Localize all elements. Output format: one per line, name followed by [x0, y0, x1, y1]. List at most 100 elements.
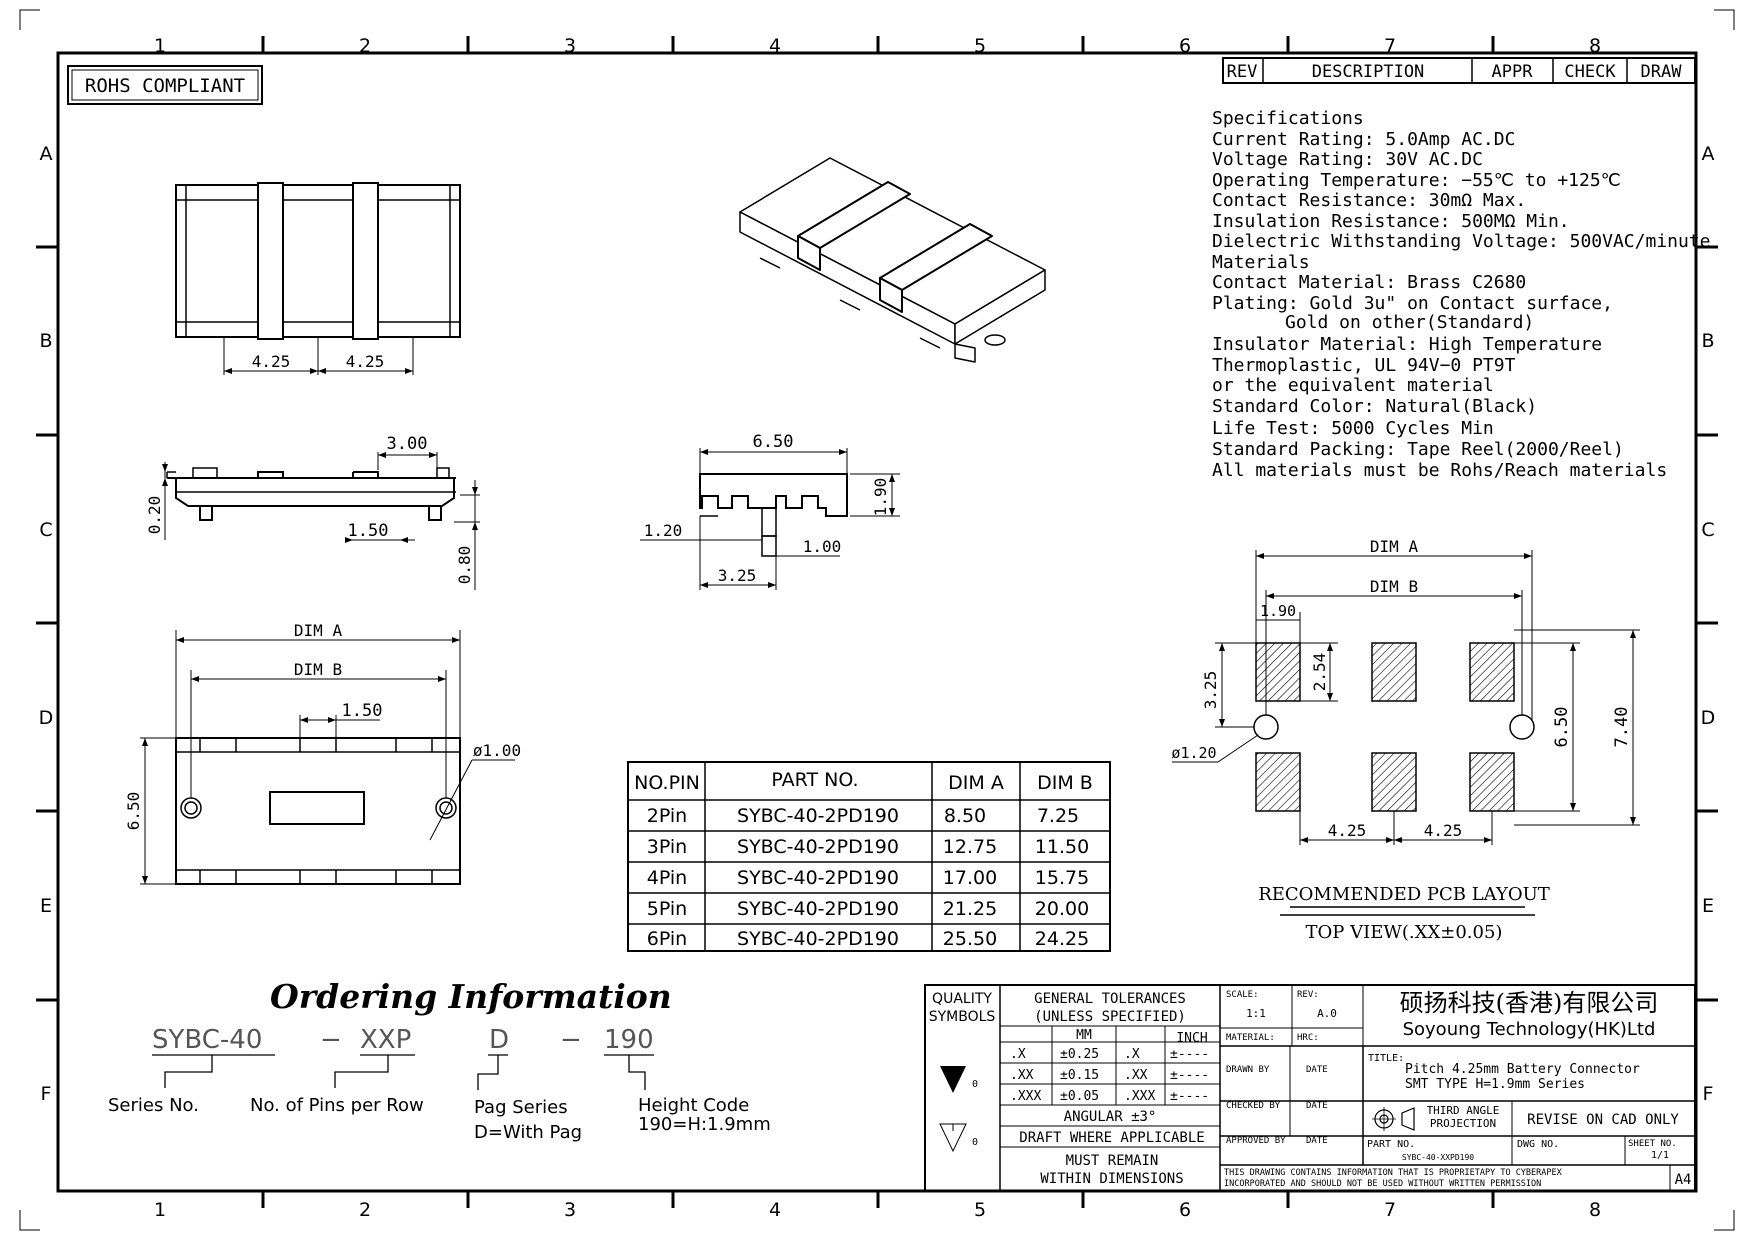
drawing-title-2: SMT TYPE H=1.9mm Series: [1405, 1077, 1585, 1092]
mm-header: MM: [1076, 1028, 1092, 1043]
dim-pcb-650: 6.50: [1552, 707, 1572, 748]
approved-by-label: APPROVED BY: [1226, 1136, 1286, 1146]
tol-cell: .XX: [1010, 1068, 1034, 1083]
label-height-2: 190=H:1.9mm: [638, 1114, 771, 1135]
sheet-no-label: SHEET NO.: [1628, 1139, 1677, 1149]
tol-cell: .XX: [1124, 1068, 1148, 1083]
dim-end-120: 1.20: [644, 521, 683, 540]
revision-table: REV DESCRIPTION APPR CHECK DRAW: [1222, 57, 1696, 84]
spec-line: Life Test: 5000 Cycles Min: [1212, 418, 1494, 439]
spec-line: or the equivalent material: [1212, 375, 1494, 396]
tol-cell: .X: [1124, 1047, 1140, 1062]
projection-2: PROJECTION: [1430, 1117, 1496, 1130]
row-label-right: E: [1702, 895, 1714, 917]
row-label-right: D: [1701, 707, 1716, 729]
row-label-left: A: [40, 143, 53, 165]
date-label: DATE: [1306, 1101, 1328, 1111]
parts-header-dimb: DIM B: [1037, 772, 1093, 794]
dim-bottom-hole: ø1.00: [473, 741, 521, 760]
parts-cell: 21.25: [943, 898, 997, 920]
rohs-badge: ROHS COMPLIANT: [67, 65, 263, 105]
spec-line: Current Rating: 5.0Amp AC.DC: [1212, 129, 1515, 150]
parts-cell: 5Pin: [647, 898, 687, 920]
title-label: TITLE:: [1368, 1053, 1404, 1064]
dim-pcb-hole: ø1.20: [1171, 744, 1216, 762]
dim-pcb-dim-b: DIM B: [1370, 577, 1418, 596]
tol-cell: .XXX: [1124, 1089, 1155, 1104]
angular-tolerance: ANGULAR ±3°: [1064, 1109, 1157, 1125]
parts-cell: 7.25: [1037, 805, 1079, 827]
dim-side-150: 1.50: [348, 521, 389, 541]
sheet-no-value: 1/1: [1651, 1150, 1669, 1161]
dim-pcb-190: 1.90: [1260, 602, 1296, 620]
dim-bottom-dim-b: DIM B: [294, 660, 342, 679]
col-label-bottom: 4: [769, 1199, 781, 1221]
label-pag-2: D=With Pag: [474, 1122, 582, 1143]
spec-line: Dielectric Withstanding Voltage: 500VAC/…: [1212, 231, 1711, 252]
scale-value: 1:1: [1246, 1007, 1266, 1020]
parts-table: [627, 761, 1111, 952]
dim-pcb-254: 2.54: [1310, 653, 1329, 692]
spec-line: Gold on other(Standard): [1285, 312, 1534, 333]
quality-symbols-1: QUALITY: [932, 991, 992, 1007]
draft-note-3: WITHIN DIMENSIONS: [1040, 1171, 1183, 1187]
code-pag: D: [489, 1025, 509, 1055]
revise-note: REVISE ON CAD ONLY: [1527, 1112, 1679, 1128]
drawn-by-label: DRAWN BY: [1226, 1065, 1270, 1075]
col-label-bottom: 5: [974, 1199, 986, 1221]
zone-ticks: [36, 36, 1718, 1208]
dim-bottom-150: 1.50: [342, 701, 383, 721]
date-label: DATE: [1306, 1136, 1328, 1146]
col-label-top: 6: [1179, 35, 1191, 57]
row-label-left: B: [39, 330, 52, 352]
proprietary-notice-2: INCORPORATED AND SHOULD NOT BE USED WITH…: [1224, 1179, 1541, 1189]
tol-cell: ±----: [1170, 1068, 1209, 1083]
spec-line: Plating: Gold 3u" on Contact surface,: [1212, 293, 1613, 314]
parts-cell: SYBC-40-2PD190: [737, 805, 899, 827]
code-height: 190: [604, 1025, 654, 1055]
spec-line: Standard Packing: Tape Reel(2000/Reel): [1212, 439, 1624, 460]
check-header: CHECK: [1564, 62, 1616, 82]
parts-cell: 11.50: [1035, 836, 1089, 858]
zone-labels: 1 2 3 4 5 6 7 8 1 2 3 4 5 6 7 8 A B C D …: [39, 35, 1716, 1221]
tol-cell: .XXX: [1010, 1089, 1041, 1104]
specifications: Specifications Current Rating: 5.0Amp AC…: [1212, 108, 1711, 481]
dim-pcb-pitch-2: 4.25: [1424, 821, 1463, 840]
dim-pcb-dim-a: DIM A: [1370, 537, 1419, 556]
material-label: MATERIAL:: [1226, 1033, 1275, 1043]
company-name-en: Soyoung Technology(HK)Ltd: [1403, 1019, 1656, 1040]
parts-cell: 12.75: [943, 836, 997, 858]
rev-label: REV:: [1297, 990, 1319, 1000]
scale-label: SCALE:: [1226, 990, 1259, 1000]
dim-top-pitch-1: 4.25: [252, 352, 291, 371]
hrc-label: HRC:: [1297, 1033, 1319, 1043]
row-label-left: F: [41, 1083, 52, 1105]
ordering-info: Ordering Information SYBC-40 − XXP D − 1…: [108, 977, 771, 1143]
spec-line: Contact Material: Brass C2680: [1212, 272, 1526, 293]
row-label-left: C: [39, 519, 52, 541]
parts-cell: 2Pin: [647, 805, 687, 827]
col-label-top: 8: [1589, 35, 1601, 57]
surface-symbol-label: 0: [972, 1137, 978, 1148]
spec-line: Thermoplastic, UL 94V−0 PT9T: [1212, 355, 1516, 376]
col-label-bottom: 8: [1589, 1199, 1601, 1221]
ordering-title: Ordering Information: [270, 977, 672, 1016]
draw-header: DRAW: [1641, 62, 1683, 82]
code-series: SYBC-40: [152, 1025, 262, 1055]
pcb-layout: [1172, 550, 1640, 845]
tol-cell: .X: [1010, 1047, 1026, 1062]
label-height-1: Height Code: [638, 1095, 749, 1116]
col-label-bottom: 7: [1384, 1199, 1396, 1221]
row-label-left: E: [40, 895, 52, 917]
parts-cell: SYBC-40-2PD190: [737, 836, 899, 858]
pcb-caption-title: RECOMMENDED PCB LAYOUT: [1258, 884, 1550, 905]
parts-cell: 8.50: [944, 805, 986, 827]
company-name-cn: 硕扬科技(香港)有限公司: [1400, 989, 1659, 1017]
dim-bottom-dim-a: DIM A: [294, 621, 343, 640]
parts-cell: 15.75: [1035, 867, 1089, 889]
drawing-title-1: Pitch 4.25mm Battery Connector: [1405, 1062, 1640, 1077]
spec-line: Operating Temperature: −55℃ to +125℃: [1212, 170, 1621, 191]
col-label-bottom: 2: [359, 1199, 371, 1221]
bottom-view: [140, 630, 515, 885]
row-label-right: B: [1701, 330, 1714, 352]
